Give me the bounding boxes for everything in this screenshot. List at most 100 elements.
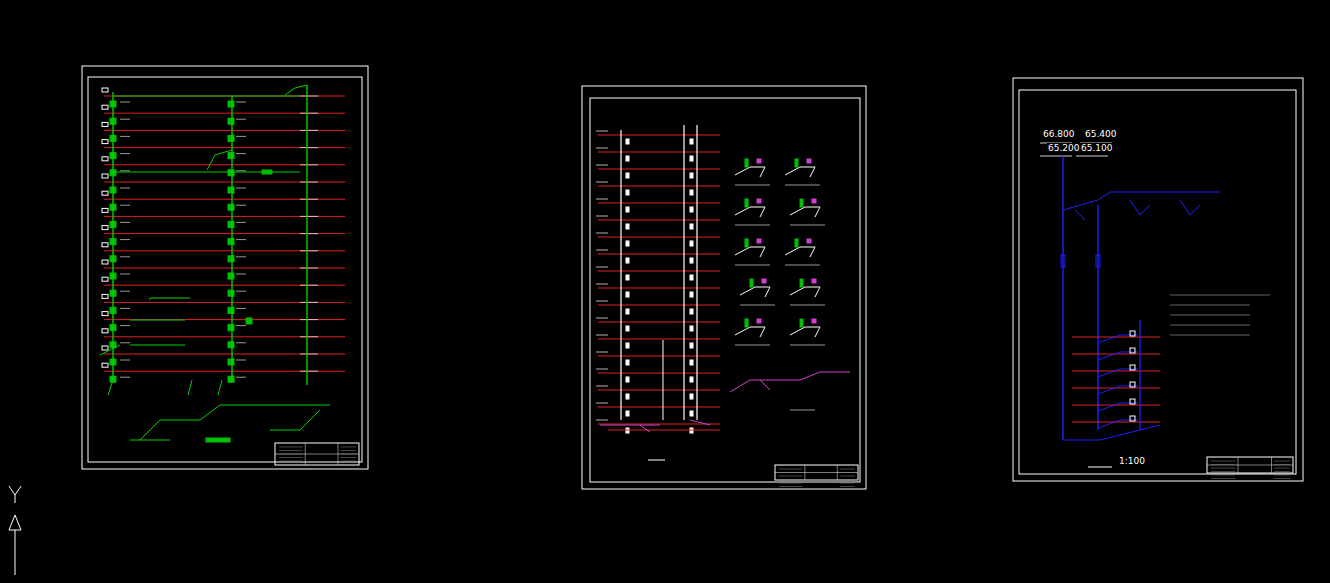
pipe-branch (108, 380, 113, 395)
title-underline (206, 438, 230, 442)
floor-tag (300, 130, 318, 131)
floor-tag (596, 216, 608, 217)
floor-mark (102, 174, 108, 178)
fixture-symbol (800, 199, 803, 207)
room-tag (236, 239, 246, 240)
fixture-symbol (1130, 399, 1135, 404)
pipe-branch (1180, 200, 1200, 215)
title-block-text-mark (840, 476, 855, 477)
floor-line (104, 96, 345, 97)
fixture-symbol (812, 319, 816, 323)
floor-tag (596, 250, 608, 251)
pipe-branch (1075, 210, 1085, 220)
title-block-rule (804, 465, 805, 480)
floor-tag (596, 369, 608, 370)
floor-line (104, 354, 345, 355)
room-tag (120, 291, 130, 292)
fixture-symbol (807, 239, 811, 243)
elevation-label: 66.800 (1042, 129, 1076, 139)
detail-pipe (735, 207, 765, 217)
floor-tag (596, 318, 608, 319)
detail-caption-mark (735, 225, 770, 226)
room-tag (120, 153, 130, 154)
fixture-symbol (1130, 331, 1135, 336)
fixture-symbol (228, 376, 234, 382)
elevation-leader (1040, 156, 1072, 157)
floor-tag (596, 284, 608, 285)
title-block-text-mark (1211, 475, 1235, 476)
detail-caption-mark (740, 305, 775, 306)
riser-pipe (1062, 156, 1063, 440)
pipe-mark (1061, 255, 1065, 267)
floor-line (104, 302, 345, 303)
fixture-symbol (745, 319, 748, 327)
detail-pipe (735, 327, 765, 337)
fixture-symbol (626, 258, 629, 263)
sheet-border (82, 66, 368, 469)
fixture-symbol (690, 173, 693, 178)
title-block-text-mark (279, 447, 303, 448)
fixture-symbol (690, 377, 693, 382)
title-block-text-mark (779, 476, 802, 477)
fixture-symbol (626, 173, 629, 178)
floor-mark (102, 363, 108, 367)
room-tag (236, 342, 246, 343)
title-block-text-mark (1211, 478, 1235, 479)
room-tag (120, 170, 130, 171)
fixture-symbol (228, 239, 234, 245)
title-block-text-mark (341, 454, 356, 455)
room-tag (120, 119, 130, 120)
fixture-symbol (228, 135, 234, 141)
fixture-symbol (1130, 365, 1135, 370)
fixture-symbol (228, 153, 234, 159)
title-block-text-mark (840, 486, 855, 487)
room-tag (120, 274, 130, 275)
fixture-symbol (626, 292, 629, 297)
room-tag (236, 308, 246, 309)
floor-line (598, 339, 720, 340)
riser-pipe (112, 92, 113, 380)
floor-tag (596, 165, 608, 166)
elevation-leader (1076, 156, 1108, 157)
fixture-symbol (626, 224, 629, 229)
floor-mark (102, 208, 108, 212)
fixture-symbol (228, 170, 234, 176)
floor-tag (596, 386, 608, 387)
detail-caption-mark (790, 305, 825, 306)
fixture-symbol (626, 139, 629, 144)
floor-mark (102, 88, 108, 92)
fixture-symbol (690, 156, 693, 161)
floor-tag (300, 285, 318, 286)
floor-line (104, 233, 345, 234)
detail-pipe (735, 167, 765, 177)
floor-line (598, 203, 720, 204)
pipe-branch (130, 345, 185, 346)
fixture-symbol (228, 187, 234, 193)
floor-mark (102, 260, 108, 264)
floor-line (598, 152, 720, 153)
floor-line (104, 164, 345, 165)
riser-pipe (620, 130, 621, 420)
floor-tag (596, 403, 608, 404)
floor-mark (102, 346, 108, 350)
sheet-border (582, 86, 866, 489)
title-block-text-mark (279, 461, 303, 462)
title-block-text-mark (779, 469, 802, 470)
floor-line (598, 220, 720, 221)
floor-line (598, 322, 720, 323)
floor-line (598, 237, 720, 238)
room-tag (236, 360, 246, 361)
floor-mark (102, 243, 108, 247)
fixture-symbol (795, 239, 798, 247)
fixture-symbol (626, 343, 629, 348)
floor-tag (300, 164, 318, 165)
title-block-text-mark (341, 447, 356, 448)
detail-caption-mark (790, 345, 825, 346)
title-block-text-mark (1274, 464, 1290, 465)
fixture-symbol (1130, 348, 1135, 353)
title-block-text-mark (840, 469, 855, 470)
fixture-symbol (626, 156, 629, 161)
drain-pipe (760, 380, 770, 390)
floor-line (598, 135, 720, 136)
fixture-symbol (690, 326, 693, 331)
